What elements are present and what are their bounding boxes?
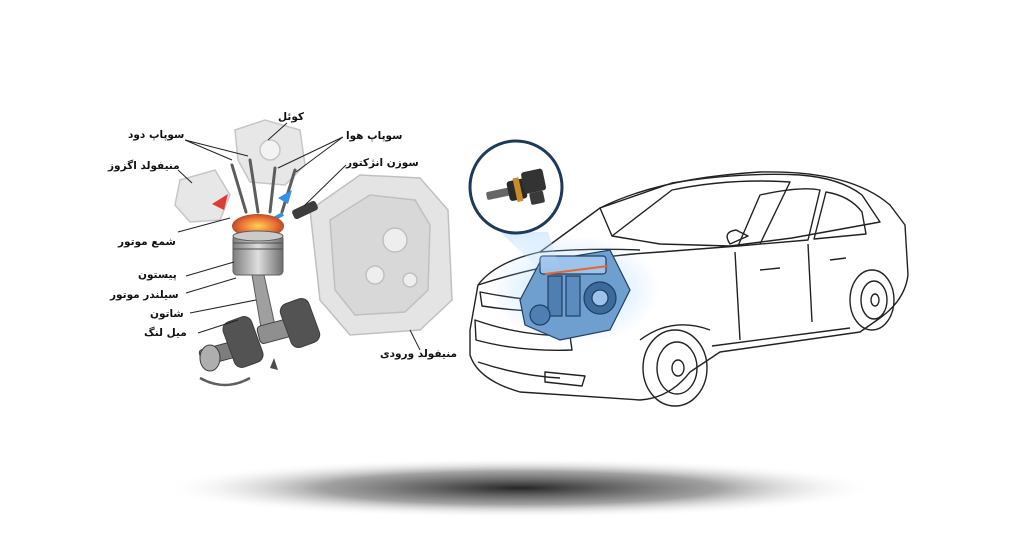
label-spark-plug: شمع موتور <box>118 236 176 248</box>
piston-shape <box>232 230 284 276</box>
label-exhaust-valve: سوپاپ دود <box>128 129 185 141</box>
crankshaft-shape <box>198 298 321 372</box>
car-engine <box>490 235 660 345</box>
callout-beam <box>500 232 560 268</box>
rotation-arrow <box>199 376 251 387</box>
exhaust-flow-arrow <box>212 194 228 210</box>
exhaust-manifold-shape <box>174 119 306 223</box>
valves <box>230 158 297 214</box>
label-air-valve: سوپاپ هوا <box>346 130 403 142</box>
floor-shadow <box>160 458 880 518</box>
label-intake-manifold: منیفولد ورودی <box>380 348 457 360</box>
label-exhaust-manifold: منیفولد اگزوز <box>108 160 180 172</box>
label-conrod: شاتون <box>150 308 184 320</box>
engine-cutaway <box>174 119 453 387</box>
label-crankshaft: میل لنگ <box>144 327 187 339</box>
rear-wheel <box>849 269 895 331</box>
injector-callout <box>468 139 564 235</box>
front-wheel <box>642 329 708 407</box>
label-coil: کوئل <box>278 111 305 123</box>
label-cylinder: سیلندر موتور <box>110 289 179 301</box>
intake-manifold-shape <box>309 174 453 336</box>
label-piston: پیستون <box>138 269 177 281</box>
label-injector: سوزن انژکتور <box>346 157 419 169</box>
leader-lines <box>177 122 421 351</box>
